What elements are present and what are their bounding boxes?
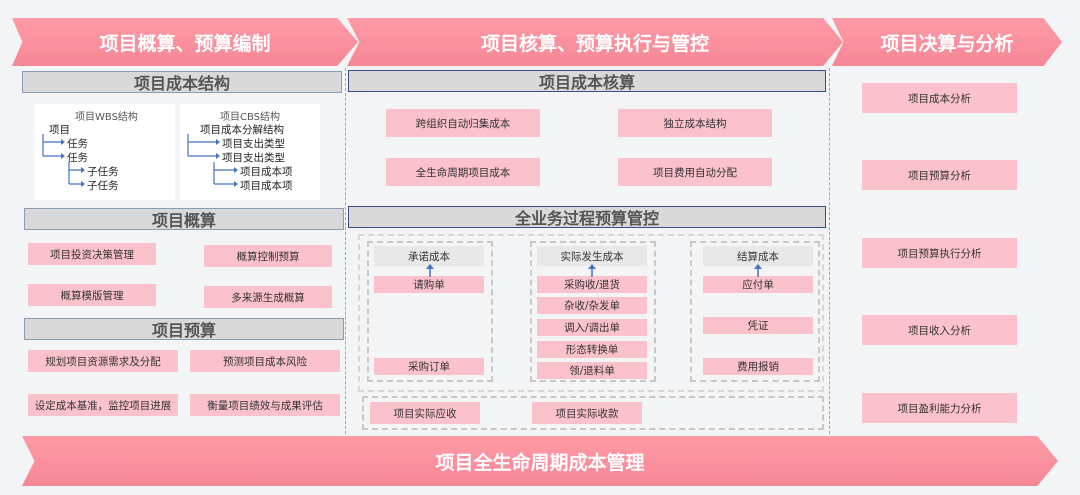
actual-cost-item: 形态转换单 (537, 341, 647, 358)
revenue-item: 项目实际收款 (532, 402, 642, 424)
wbs-node: 项目 (49, 124, 70, 136)
budget-item: 规划项目资源需求及分配 (28, 350, 178, 372)
up-arrow-icon (588, 264, 596, 277)
wbs-node: 任务 (67, 138, 88, 150)
actual-cost-label: 实际发生成本 (537, 246, 647, 266)
column-divider (829, 68, 830, 434)
phase-label: 项目决算与分析 (880, 32, 1014, 55)
banner-label: 项目全生命周期成本管理 (435, 451, 645, 474)
analysis-item: 项目收入分析 (862, 315, 1017, 345)
budget-item: 设定成本基准，监控项目进展 (28, 394, 178, 416)
actual-cost-item: 采购收/退货 (537, 276, 647, 293)
settlement-cost-item: 凭证 (703, 317, 813, 334)
section-title: 项目预算 (151, 321, 216, 340)
committed-cost-item: 请购单 (374, 276, 484, 293)
committed-cost-item: 采购订单 (374, 358, 484, 375)
accounting-item: 全生命周期项目成本 (386, 158, 540, 186)
estimate-item: 概算控制预算 (204, 245, 332, 267)
actual-cost-group (530, 241, 656, 382)
committed-cost-group (367, 241, 493, 382)
settlement-cost-label: 结算成本 (703, 246, 813, 266)
budget-item: 衡量项目绩效与成果评估 (190, 394, 340, 416)
budget-item: 预测项目成本风险 (190, 350, 340, 372)
revenue-item: 项目实际应收 (370, 402, 480, 424)
up-arrow-icon (426, 264, 434, 277)
phase-label: 项目核算、预算执行与管控 (480, 32, 709, 55)
section-title: 项目概算 (151, 211, 216, 230)
cbs-node: 项目成本分解结构 (200, 124, 284, 136)
estimate-item: 概算模版管理 (28, 284, 156, 306)
phase-final-analysis: 项目决算与分析 (832, 18, 1062, 66)
up-arrow-icon (754, 264, 762, 277)
settlement-cost-item: 应付单 (703, 276, 813, 293)
actual-cost-item: 调入/调出单 (537, 319, 647, 336)
section-header-cost-structure: 项目成本结构 (22, 71, 342, 93)
analysis-item: 项目盈利能力分析 (862, 393, 1017, 423)
analysis-item: 项目预算执行分析 (862, 238, 1017, 268)
actual-cost-item: 领/退料单 (537, 362, 647, 379)
control-process-group (358, 234, 824, 392)
settlement-cost-group (690, 241, 820, 382)
revenue-group (362, 396, 824, 430)
phase-accounting-control: 项目核算、预算执行与管控 (347, 18, 843, 66)
section-header-estimate: 项目概算 (24, 208, 344, 230)
cbs-tree-connectors (187, 134, 238, 187)
accounting-item: 独立成本结构 (618, 109, 772, 137)
phase-label: 项目概算、预算编制 (99, 32, 271, 55)
estimate-item: 项目投资决策管理 (28, 243, 156, 265)
settlement-cost-item: 费用报销 (703, 358, 813, 375)
actual-cost-item: 杂收/杂发单 (537, 297, 647, 314)
wbs-node: 任务 (67, 152, 88, 164)
section-title: 全业务过程预算管控 (514, 209, 659, 228)
accounting-item: 跨组织自动归集成本 (386, 109, 540, 137)
cbs-node: 项目成本项 (240, 180, 293, 192)
cbs-node: 项目支出类型 (222, 138, 285, 150)
wbs-tree-connectors (42, 134, 85, 187)
accounting-item: 项目费用自动分配 (618, 158, 772, 186)
section-title: 项目成本核算 (538, 73, 635, 92)
cbs-title: 项目CBS结构 (220, 112, 281, 123)
wbs-node: 子任务 (87, 180, 119, 192)
cbs-structure-box: 项目CBS结构 项目成本分解结构 项目支出类型 项目支出类型 项目成本项 项目成… (180, 104, 320, 200)
wbs-node: 子任务 (87, 166, 119, 178)
lifecycle-cost-management-banner: 项目全生命周期成本管理 (22, 436, 1058, 486)
analysis-item: 项目成本分析 (862, 83, 1017, 113)
column-divider (345, 68, 346, 434)
section-header-accounting: 项目成本核算 (348, 70, 826, 92)
cbs-node: 项目支出类型 (222, 152, 285, 164)
wbs-structure-box: 项目WBS结构 项目 任务 任务 子任务 子任务 (35, 104, 175, 200)
section-header-budget: 项目预算 (24, 318, 344, 340)
estimate-item: 多来源生成概算 (204, 286, 332, 308)
committed-cost-label: 承诺成本 (374, 246, 484, 266)
wbs-title: 项目WBS结构 (75, 112, 138, 123)
phase-estimate-budget: 项目概算、预算编制 (12, 18, 358, 66)
cbs-node: 项目成本项 (240, 166, 293, 178)
section-title: 项目成本结构 (133, 74, 230, 93)
section-header-control: 全业务过程预算管控 (348, 206, 826, 228)
analysis-item: 项目预算分析 (862, 160, 1017, 190)
